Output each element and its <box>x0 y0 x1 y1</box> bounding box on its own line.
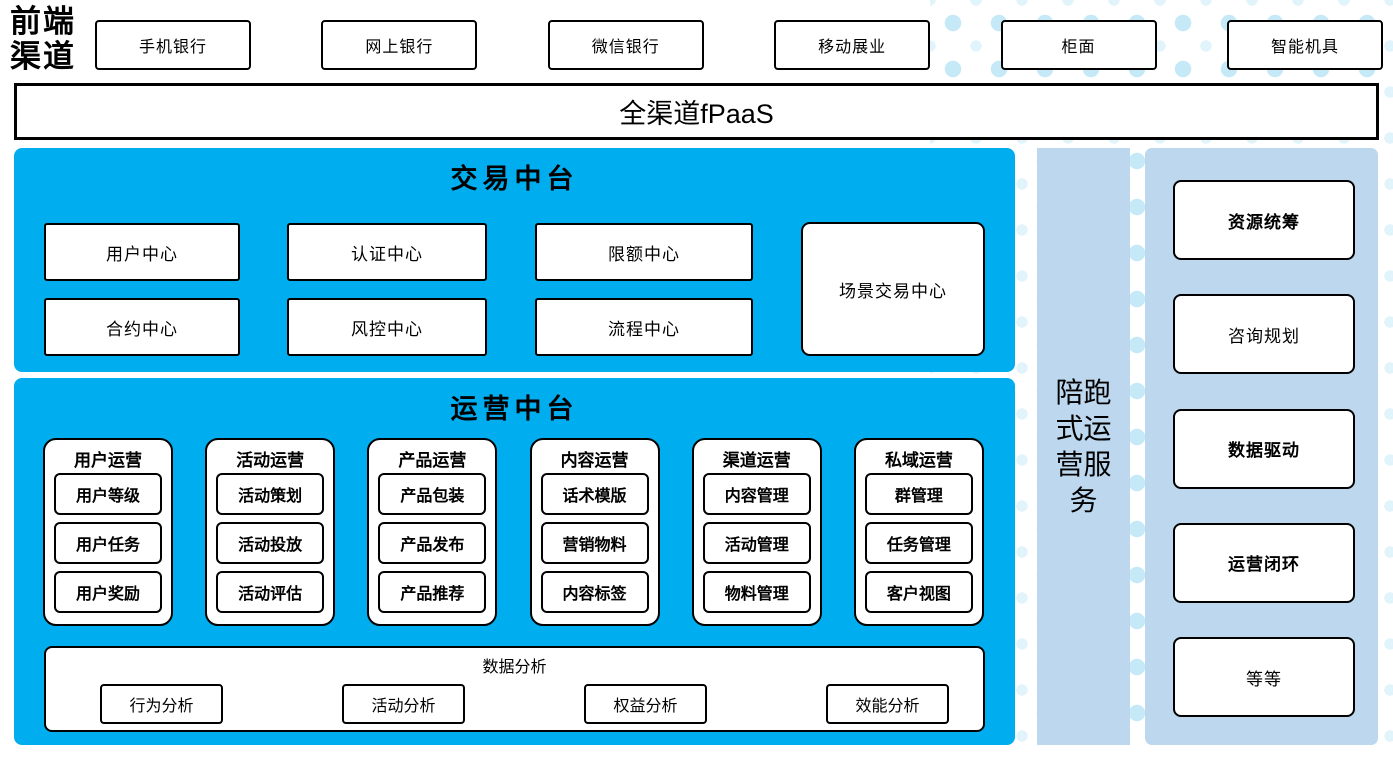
ops-item: 客户视图 <box>864 571 973 613</box>
accompanying-service-label: 陪跑式运营服务 <box>1055 376 1112 516</box>
transaction-platform-title: 交易中台 <box>450 164 579 195</box>
ops-column-product: 产品运营 产品包装 产品发布 产品推荐 <box>367 438 498 626</box>
ops-item: 活动管理 <box>702 522 811 564</box>
right-box-data-driven: 数据驱动 <box>1173 408 1355 489</box>
center-box-auth: 认证中心 <box>287 223 487 281</box>
ops-item: 内容标签 <box>540 571 649 613</box>
ops-item: 活动投放 <box>216 522 325 564</box>
center-box-user: 用户中心 <box>44 223 240 281</box>
front-channels-label: 前端渠道 <box>10 4 76 75</box>
ops-column-user: 用户运营 用户等级 用户任务 用户奖励 <box>43 438 173 626</box>
right-service-panel: 资源统筹 咨询规划 数据驱动 运营闭环 等等 <box>1145 148 1378 745</box>
analysis-box-activity: 活动分析 <box>342 684 465 724</box>
center-box-risk: 风控中心 <box>287 298 487 356</box>
center-box-contract: 合约中心 <box>44 298 240 356</box>
analysis-box-equity: 权益分析 <box>584 684 707 724</box>
ops-item: 用户奖励 <box>54 571 162 613</box>
data-analysis-container: 数据分析 行为分析 活动分析 权益分析 效能分析 <box>44 646 985 732</box>
ops-item: 活动策划 <box>216 473 325 515</box>
channel-box-mobile-sales: 移动展业 <box>774 20 931 70</box>
ops-column-private-domain: 私域运营 群管理 任务管理 客户视图 <box>853 438 984 626</box>
ops-item: 群管理 <box>864 473 973 515</box>
ops-item: 营销物料 <box>540 522 649 564</box>
right-box-operation-loop: 运营闭环 <box>1173 522 1355 603</box>
channel-box-online-banking: 网上银行 <box>321 20 478 70</box>
data-analysis-title: 数据分析 <box>482 659 547 676</box>
ops-item: 活动评估 <box>216 571 325 613</box>
ops-column-title: 活动运营 <box>236 451 305 470</box>
ops-item: 任务管理 <box>864 522 973 564</box>
ops-item: 话术模版 <box>540 473 649 515</box>
ops-item: 物料管理 <box>702 571 811 613</box>
ops-column-channel: 渠道运营 内容管理 活动管理 物料管理 <box>691 438 822 626</box>
ops-column-title: 产品运营 <box>398 451 467 470</box>
ops-column-content: 内容运营 话术模版 营销物料 内容标签 <box>529 438 660 626</box>
ops-column-title: 私域运营 <box>884 451 953 470</box>
ops-column-activity: 活动运营 活动策划 活动投放 活动评估 <box>205 438 336 626</box>
analysis-box-efficiency: 效能分析 <box>826 684 949 724</box>
channel-box-smart-machines: 智能机具 <box>1226 20 1383 70</box>
ops-item: 用户等级 <box>54 473 162 515</box>
right-box-resource-planning: 资源统筹 <box>1173 180 1355 260</box>
ops-column-title: 渠道运营 <box>722 451 791 470</box>
accompanying-service-bar: 陪跑式运营服务 <box>1037 148 1130 745</box>
ops-item: 内容管理 <box>702 473 811 515</box>
operation-columns: 用户运营 用户等级 用户任务 用户奖励 活动运营 活动策划 活动投放 活动评估 … <box>43 438 984 628</box>
ops-item: 产品包装 <box>378 473 487 515</box>
right-box-consulting: 咨询规划 <box>1173 294 1355 375</box>
center-box-limit: 限额中心 <box>535 223 753 281</box>
transaction-platform-panel: 交易中台 用户中心 认证中心 限额中心 合约中心 风控中心 流程中心 场景交易中… <box>14 148 1015 372</box>
channel-row: 手机银行 网上银行 微信银行 移动展业 柜面 智能机具 <box>95 20 1383 70</box>
ops-column-title: 用户运营 <box>74 451 142 470</box>
channel-box-mobile-banking: 手机银行 <box>95 20 251 70</box>
fpaas-band: 全渠道fPaaS <box>14 83 1379 140</box>
analysis-box-behavior: 行为分析 <box>100 684 223 724</box>
ops-column-title: 内容运营 <box>560 451 629 470</box>
operation-platform-title: 运营中台 <box>450 394 579 425</box>
data-analysis-row: 行为分析 活动分析 权益分析 效能分析 <box>46 677 983 724</box>
ops-item: 产品推荐 <box>378 571 487 613</box>
channel-box-counter: 柜面 <box>1000 20 1157 70</box>
center-box-scenario-transaction: 场景交易中心 <box>801 222 985 356</box>
ops-item: 用户任务 <box>54 522 162 564</box>
channel-box-wechat-banking: 微信银行 <box>547 20 704 70</box>
center-box-process: 流程中心 <box>535 298 753 356</box>
operation-platform-panel: 运营中台 用户运营 用户等级 用户任务 用户奖励 活动运营 活动策划 活动投放 … <box>14 378 1015 745</box>
ops-item: 产品发布 <box>378 522 487 564</box>
right-box-etc: 等等 <box>1173 637 1355 717</box>
